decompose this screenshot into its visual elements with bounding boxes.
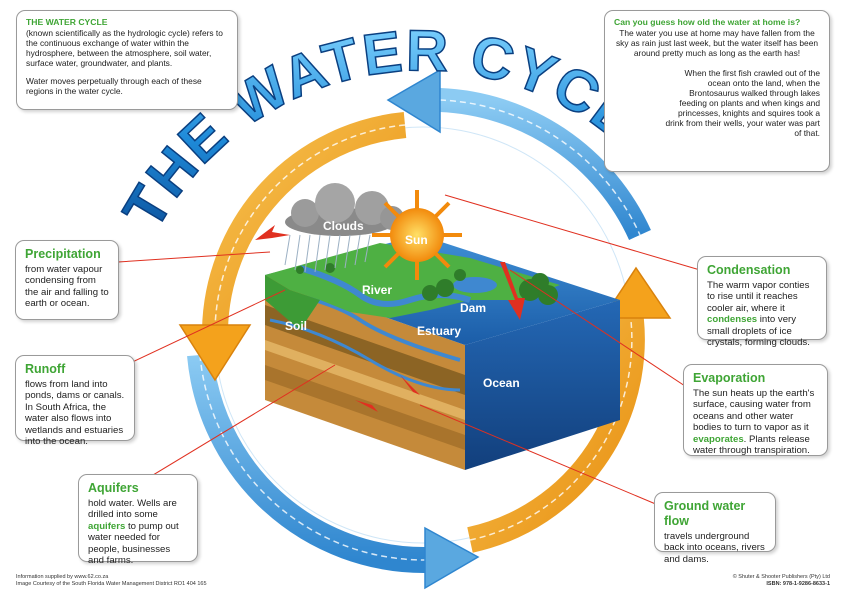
dam [453, 277, 497, 293]
evaporation-text: The sun heats up the earth's surface, ca… [693, 388, 815, 457]
intro-box: THE WATER CYCLE (known scientifically as… [16, 10, 238, 110]
label-soil: Soil [285, 319, 307, 333]
runoff-text: flows from land into ponds, dams or cana… [25, 379, 125, 448]
precipitation-text: from water vapour condensing from the ai… [25, 264, 109, 310]
age-text-1: The water you use at home may have falle… [615, 28, 819, 59]
condensation-heading: Condensation [707, 263, 791, 277]
label-clouds: Clouds [323, 219, 364, 233]
footer-right-line-1: © Shuter & Shooter Publishers (Pty) Ltd [732, 574, 830, 580]
label-river: River [362, 283, 392, 297]
runoff-box: Runoff flows from land into ponds, dams … [15, 355, 135, 447]
aquifers-heading: Aquifers [88, 481, 139, 495]
land-top [265, 243, 560, 318]
river [299, 265, 471, 307]
landscape-block [265, 235, 620, 470]
age-text-2: When the first fish crawled out of the o… [665, 68, 820, 139]
footer-left-line-2: Image Courtesy of the South Florida Wate… [16, 580, 207, 587]
evaporation-highlight: evaporates [693, 433, 744, 445]
evaporation-heading: Evaporation [693, 371, 766, 385]
aquifers-highlight: aquifers [88, 520, 126, 532]
footer-right-line-2: ISBN: 978-1-9286-8633-1 [766, 580, 830, 587]
intro-text-1: (known scientifically as the hydrologic … [26, 28, 223, 69]
precipitation-box: Precipitation from water vapour condensi… [15, 240, 119, 320]
condensation-text: The warm vapor conties to rise until it … [707, 280, 810, 349]
condensation-highlight: condenses [707, 314, 758, 326]
groundwater-heading: Ground water flow [664, 499, 746, 528]
ocean-face [465, 300, 620, 470]
sun-icon [372, 190, 462, 280]
arrowhead-top [386, 68, 441, 134]
label-sun: Sun [405, 233, 428, 247]
arrowhead-left [178, 324, 252, 382]
blue-arrow-bottom-left [187, 353, 426, 574]
footer-right: © Shuter & Shooter Publishers (Pty) Ltd … [733, 574, 830, 587]
intro-heading: THE WATER CYCLE [26, 17, 108, 27]
arrowhead-bottom [424, 526, 480, 590]
label-dam: Dam [460, 301, 486, 315]
precipitation-heading: Precipitation [25, 247, 101, 261]
footer-left: Information supplied by www.62.co.za Ima… [16, 574, 207, 587]
condensation-box: Condensation The warm vapor conties to r… [697, 256, 827, 348]
label-ocean: Ocean [483, 376, 520, 390]
aquifers-box: Aquifers hold water. Wells are drilled i… [78, 474, 198, 566]
label-estuary: Estuary [417, 324, 461, 338]
cloud [285, 183, 404, 236]
flow-arrows [255, 225, 525, 412]
rain [284, 234, 371, 273]
intro-text-2: Water moves perpetually through each of … [26, 76, 202, 97]
age-box: Can you guess how old the water at home … [604, 10, 830, 172]
evaporation-box: Evaporation The sun heats up the earth's… [683, 364, 828, 456]
aquifers-text: hold water. Wells are drilled into some … [88, 498, 179, 567]
groundwater-box: Ground water flow travels underground ba… [654, 492, 776, 565]
footer-left-line-1: Information supplied by www.62.co.za [16, 574, 109, 580]
runoff-heading: Runoff [25, 362, 66, 376]
groundwater-text: travels underground back into oceans, ri… [664, 531, 765, 565]
trees [296, 263, 558, 305]
age-heading: Can you guess how old the water at home … [614, 17, 801, 27]
